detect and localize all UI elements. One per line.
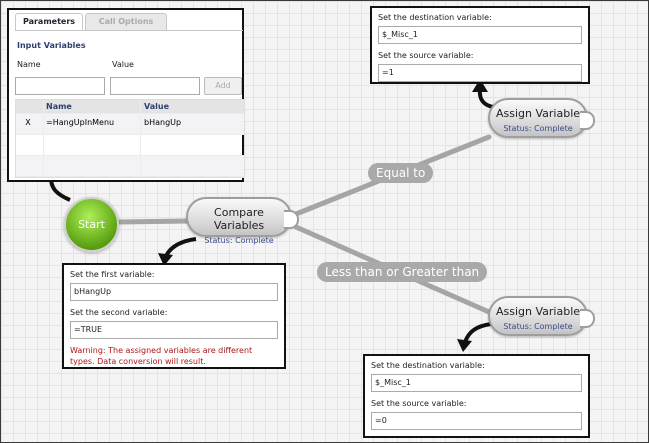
compare-properties-panel: Set the first variable: bHangUp Set the … (62, 263, 286, 369)
input-variables-heading: Input Variables (17, 41, 86, 50)
destination-variable-field[interactable]: $_Misc_1 (371, 374, 582, 392)
assign-variable-node-top[interactable]: Assign Variable Status: Complete (488, 98, 595, 138)
start-to-compare-wire (112, 218, 192, 225)
variables-table: Name Value X =HangUpInMenu bHangUp (15, 99, 245, 178)
source-variable-field[interactable]: =1 (378, 64, 582, 82)
assign-top-title: Assign Variable (495, 107, 581, 120)
compare-callout-arrow (164, 237, 197, 257)
assign-variable-node-bottom[interactable]: Assign Variable Status: Complete (488, 296, 595, 336)
compare-variables-node[interactable]: Compare Variables Status: Complete (186, 197, 299, 245)
compare-node-status: Status: Complete (204, 236, 274, 245)
destination-variable-field[interactable]: $_Misc_1 (378, 26, 582, 44)
column-divider (140, 100, 141, 177)
table-row[interactable]: X =HangUpInMenu bHangUp (16, 114, 244, 135)
destination-variable-label: Set the destination variable: (371, 361, 485, 370)
tab-parameters[interactable]: Parameters (15, 13, 83, 30)
source-variable-field[interactable]: =0 (371, 412, 582, 430)
value-input[interactable] (110, 77, 200, 95)
assign-top-output-port[interactable] (580, 111, 595, 130)
name-label: Name (17, 60, 41, 69)
assign-top-properties-panel: Set the destination variable: $_Misc_1 S… (370, 6, 590, 84)
assign-bottom-properties-panel: Set the destination variable: $_Misc_1 S… (363, 354, 590, 438)
assign-top-callout-arrowhead (472, 79, 488, 92)
column-header-value: Value (144, 102, 170, 111)
assign-bottom-callout-arrowhead (457, 339, 472, 352)
tab-divider (15, 30, 243, 31)
value-label: Value (112, 60, 134, 69)
table-row-empty (16, 135, 244, 156)
assign-bottom-output-port[interactable] (580, 309, 595, 328)
table-row-empty (16, 156, 244, 177)
type-warning: Warning: The assigned variables are diff… (70, 346, 253, 366)
add-button[interactable]: Add (204, 77, 242, 95)
compare-callout-arrowhead (158, 253, 173, 266)
assign-top-status: Status: Complete (503, 124, 573, 133)
second-variable-label: Set the second variable: (70, 308, 168, 317)
source-variable-label: Set the source variable: (371, 399, 467, 408)
name-input[interactable] (15, 77, 105, 95)
first-variable-field[interactable]: bHangUp (70, 283, 278, 301)
tab-call-options[interactable]: Call Options (85, 13, 167, 30)
column-header-name: Name (46, 102, 72, 111)
row-name-cell: =HangUpInMenu (46, 118, 115, 127)
table-header-row: Name Value (16, 100, 244, 114)
first-variable-label: Set the first variable: (70, 270, 155, 279)
source-variable-label: Set the source variable: (378, 51, 474, 60)
parameters-panel: Parameters Call Options Input Variables … (7, 8, 245, 182)
assign-bottom-status: Status: Complete (503, 322, 573, 331)
edge-label-less-greater[interactable]: Less than or Greater than (317, 262, 488, 282)
column-divider (43, 100, 44, 177)
compare-node-title: Compare Variables (213, 206, 265, 232)
assign-bottom-callout-arrow (463, 322, 492, 343)
edge-label-equal-to[interactable]: Equal to (368, 163, 434, 183)
second-variable-field[interactable]: =TRUE (70, 321, 278, 339)
row-value-cell: bHangUp (144, 118, 182, 127)
compare-output-port[interactable] (284, 210, 299, 229)
assign-bottom-title: Assign Variable (495, 305, 581, 318)
start-node[interactable]: Start (64, 197, 119, 252)
remove-row-button[interactable]: X (25, 118, 31, 127)
destination-variable-label: Set the destination variable: (378, 13, 492, 22)
